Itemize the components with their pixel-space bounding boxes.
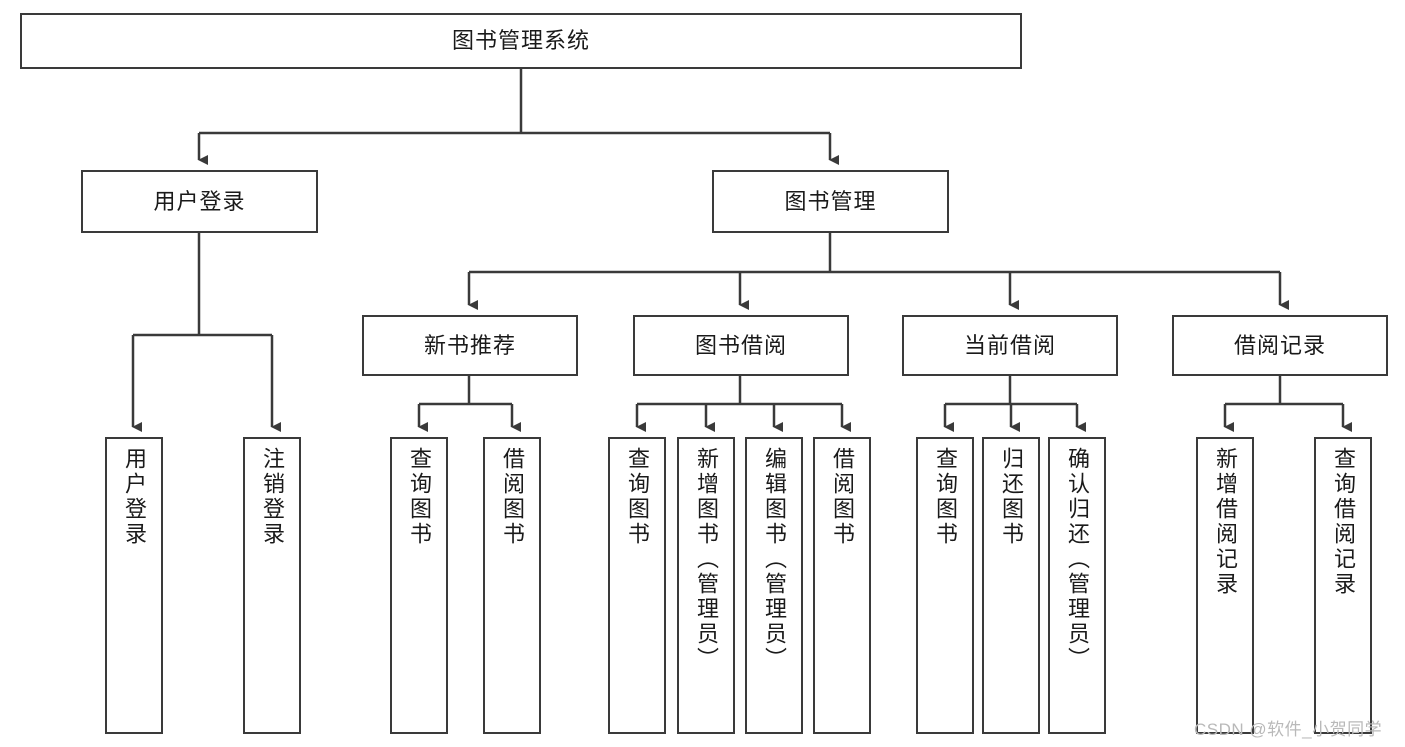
node-label: 借阅图书: [830, 447, 855, 547]
node-label: 图书管理: [784, 188, 877, 214]
node-label: 当前借阅: [963, 332, 1056, 358]
node-label: 图书管理系统: [451, 28, 590, 54]
node-new-book-recommend[interactable]: 新书推荐: [362, 315, 578, 376]
node-label: 新增借阅记录: [1213, 447, 1238, 597]
leaf-query-book-recommend[interactable]: 查询图书: [390, 437, 448, 734]
leaf-confirm-return-admin[interactable]: 确认归还（管理员）: [1048, 437, 1106, 734]
leaf-query-borrow-record[interactable]: 查询借阅记录: [1314, 437, 1372, 734]
node-label: 查询图书: [625, 447, 650, 547]
node-label: 编辑图书（管理员）: [762, 447, 787, 672]
leaf-query-book-borrow[interactable]: 查询图书: [608, 437, 666, 734]
leaf-edit-book-admin[interactable]: 编辑图书（管理员）: [745, 437, 803, 734]
node-label: 用户登录: [122, 447, 147, 547]
node-root-system[interactable]: 图书管理系统: [20, 13, 1022, 69]
node-label: 新书推荐: [423, 332, 516, 358]
node-book-borrow[interactable]: 图书借阅: [633, 315, 849, 376]
node-borrow-record[interactable]: 借阅记录: [1172, 315, 1388, 376]
node-label: 查询图书: [407, 447, 432, 547]
node-label: 查询图书: [933, 447, 958, 547]
node-book-management[interactable]: 图书管理: [712, 170, 949, 233]
node-label: 新增图书（管理员）: [694, 447, 719, 672]
node-label: 借阅图书: [500, 447, 525, 547]
node-label: 借阅记录: [1233, 332, 1326, 358]
leaf-add-book-admin[interactable]: 新增图书（管理员）: [677, 437, 735, 734]
leaf-return-book[interactable]: 归还图书: [982, 437, 1040, 734]
leaf-user-login[interactable]: 用户登录: [105, 437, 163, 734]
node-current-borrow[interactable]: 当前借阅: [902, 315, 1118, 376]
node-label: 查询借阅记录: [1331, 447, 1356, 597]
leaf-add-borrow-record[interactable]: 新增借阅记录: [1196, 437, 1254, 734]
node-user-login[interactable]: 用户登录: [81, 170, 318, 233]
node-label: 注销登录: [260, 447, 285, 547]
watermark-text: CSDN @软件_小贺同学: [1194, 720, 1383, 739]
node-label: 图书借阅: [694, 332, 787, 358]
leaf-logout[interactable]: 注销登录: [243, 437, 301, 734]
node-label: 确认归还（管理员）: [1065, 447, 1090, 672]
leaf-borrow-book-recommend[interactable]: 借阅图书: [483, 437, 541, 734]
node-label: 归还图书: [999, 447, 1024, 547]
leaf-query-book-current[interactable]: 查询图书: [916, 437, 974, 734]
leaf-borrow-book[interactable]: 借阅图书: [813, 437, 871, 734]
node-label: 用户登录: [153, 188, 246, 214]
